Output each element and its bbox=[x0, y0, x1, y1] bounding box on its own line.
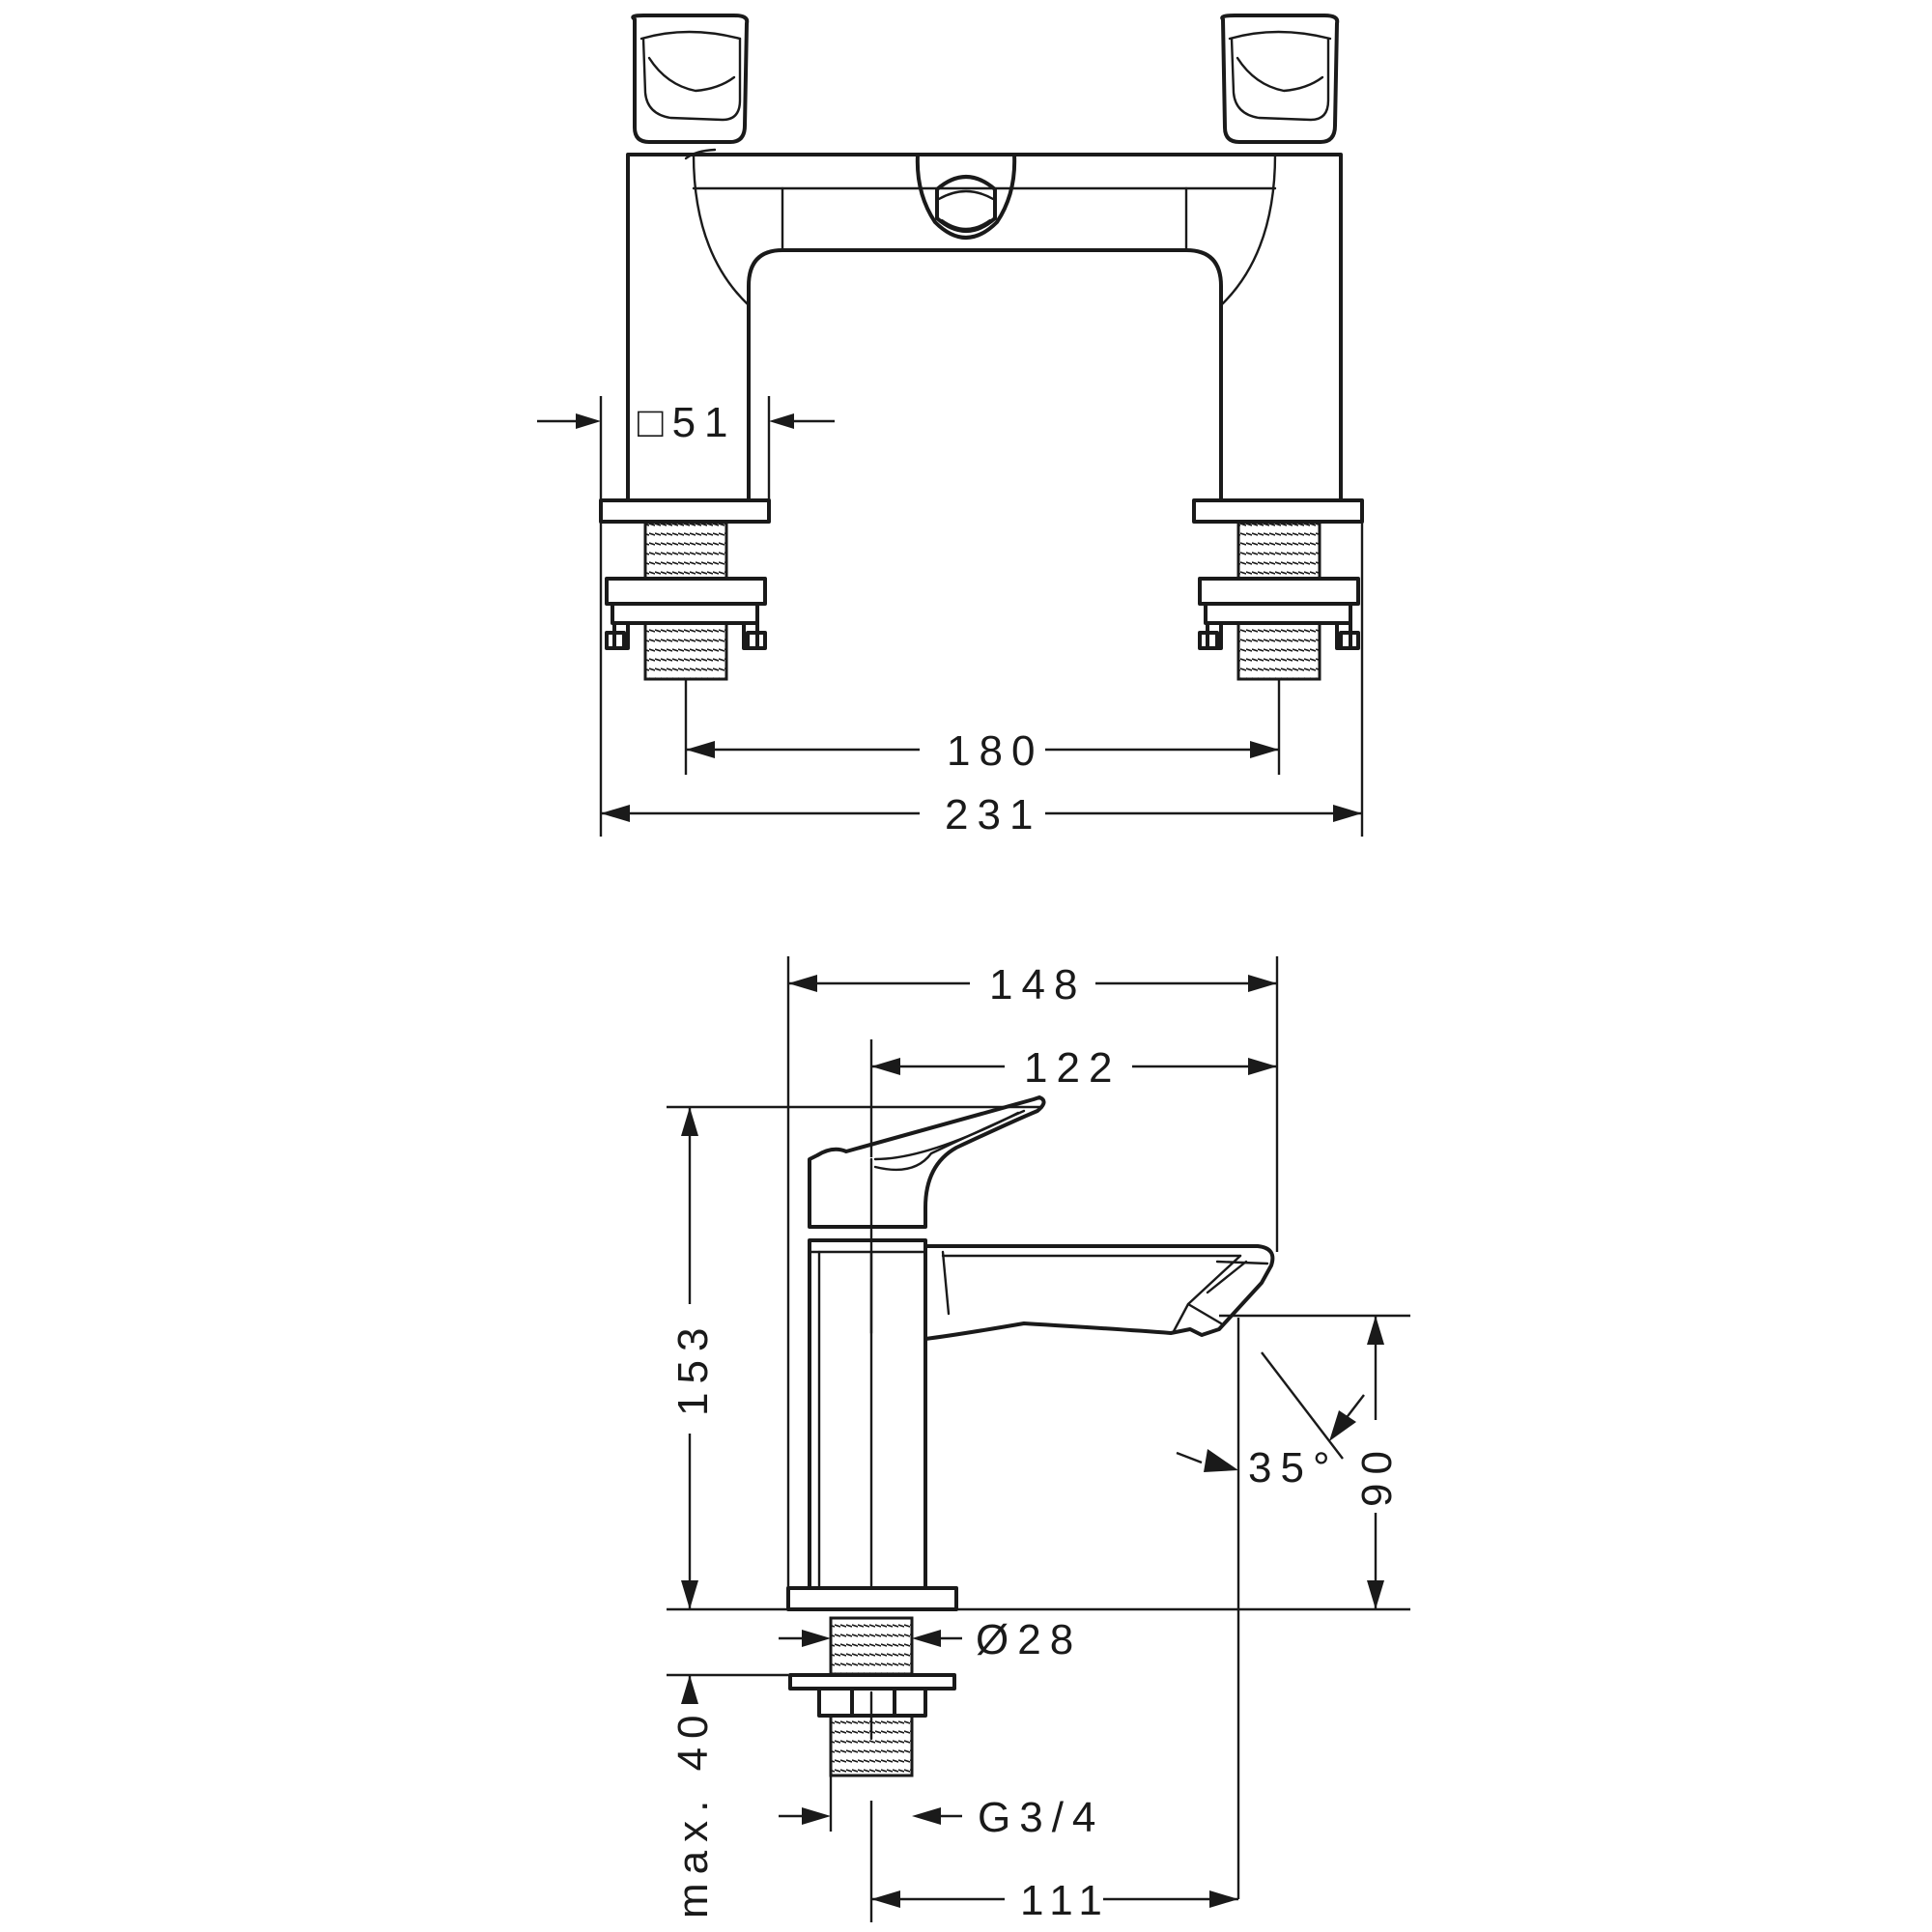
diverter-knob bbox=[915, 153, 1017, 240]
bath-spout bbox=[923, 1244, 1275, 1341]
dimension-122: 122 bbox=[869, 1039, 1277, 1157]
dimension-thread-g34: G3/4 bbox=[779, 1776, 1104, 1841]
dimension-148: 148 bbox=[786, 956, 1279, 1588]
dimension-111: 111 bbox=[869, 1801, 1238, 1924]
dimension-label-153: 153 bbox=[669, 1320, 717, 1416]
left-handle bbox=[631, 14, 750, 144]
left-mounting-kit bbox=[599, 498, 771, 681]
dimension-label-180: 180 bbox=[947, 727, 1043, 775]
dimension-label-122: 122 bbox=[1024, 1044, 1121, 1092]
dimension-label-90: 90 bbox=[1353, 1442, 1401, 1507]
dimension-label-111: 111 bbox=[1020, 1877, 1111, 1924]
dimension-label-35-degrees: 35° bbox=[1248, 1444, 1339, 1492]
dimension-153: 153 bbox=[667, 1105, 1410, 1611]
mixer-body bbox=[626, 148, 1343, 502]
dimension-180: 180 bbox=[684, 679, 1281, 775]
dimension-label-thread-g34: G3/4 bbox=[978, 1794, 1104, 1841]
dimension-angle-35: 35° bbox=[1176, 1318, 1365, 1899]
mixer-column bbox=[808, 1238, 927, 1590]
dimension-square-51: □51 bbox=[537, 396, 835, 499]
dimension-label-diameter-28: Ø28 bbox=[976, 1616, 1082, 1663]
dimension-label-148: 148 bbox=[989, 961, 1086, 1009]
front-view: □51 180 231 bbox=[537, 14, 1364, 838]
dimension-max-40: max. 40 bbox=[667, 1673, 788, 1918]
dimension-label-max-40: max. 40 bbox=[669, 1706, 717, 1918]
right-mounting-kit bbox=[1192, 498, 1364, 681]
dimension-label-square-51: □51 bbox=[638, 399, 737, 446]
lever-handle bbox=[808, 1095, 1046, 1335]
dimension-label-231: 231 bbox=[945, 791, 1041, 838]
side-view: 148 122 153 90 bbox=[667, 956, 1410, 1924]
dimension-90: 90 bbox=[1219, 1314, 1410, 1609]
dimension-231: 231 bbox=[599, 522, 1364, 838]
dimension-diameter-28: Ø28 bbox=[779, 1616, 1082, 1663]
side-mounting-kit bbox=[786, 1586, 958, 1777]
right-handle bbox=[1220, 14, 1340, 144]
